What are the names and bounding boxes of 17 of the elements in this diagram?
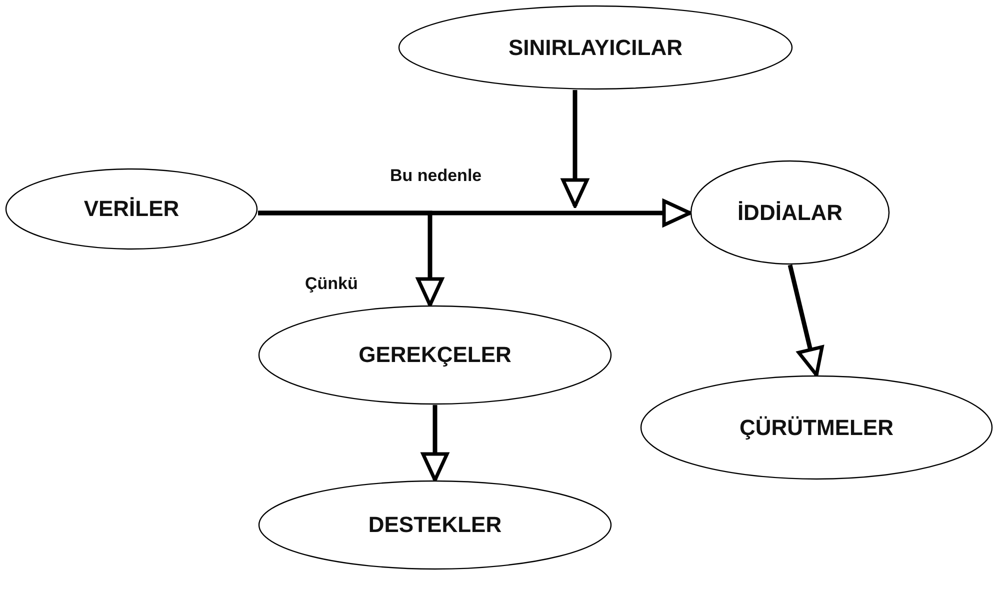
node-label: ÇÜRÜTMELER [740, 414, 894, 440]
ellipse-node [5, 168, 258, 250]
ellipse-node [398, 5, 793, 90]
ellipse-node [258, 305, 612, 405]
node-label: GEREKÇELER [358, 342, 512, 368]
arrow [561, 90, 589, 208]
ellipse-node [690, 160, 890, 265]
edge-label: Çünkü [303, 274, 360, 294]
node-label: DESTEKLER [368, 512, 502, 538]
arrow [788, 264, 824, 377]
ellipse-node [258, 480, 612, 570]
node-label: SINIRLAYICILAR [508, 34, 682, 60]
arrow [258, 210, 444, 307]
node-label: İDDİALAR [737, 200, 843, 226]
node-label: VERİLER [84, 196, 180, 222]
ellipse-node [640, 375, 993, 480]
arrow [421, 405, 449, 482]
